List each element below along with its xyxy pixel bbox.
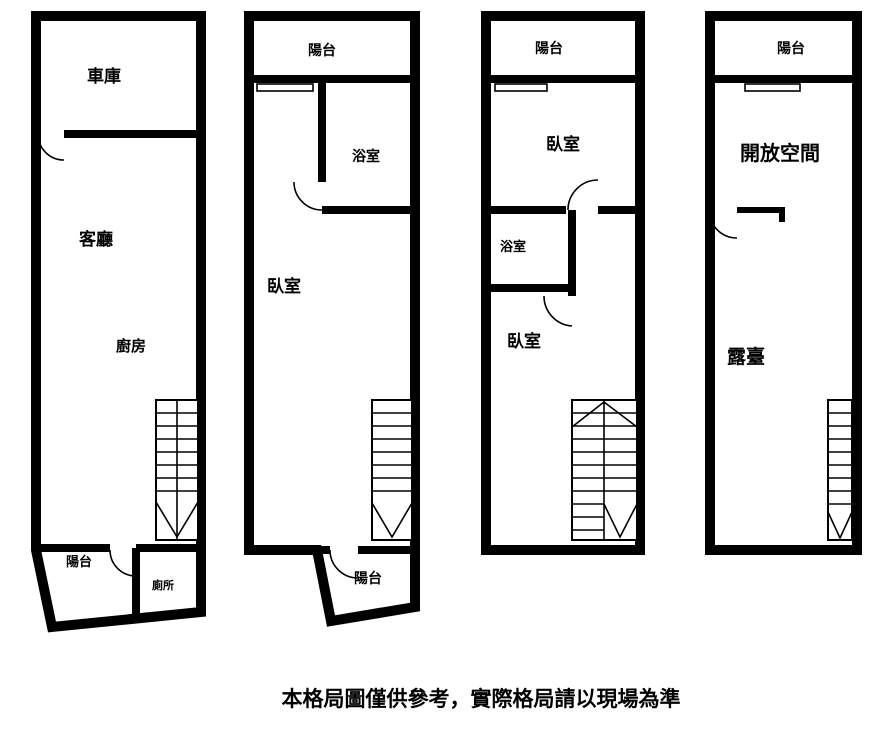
room-label-garage: 車庫	[87, 66, 121, 87]
room-label-balcony-bottom: 陽台	[354, 570, 382, 587]
bathroom-door-arc	[293, 181, 323, 211]
room-label-open-space: 開放空間	[740, 141, 820, 165]
floor-4-doors	[708, 209, 738, 239]
room-label-kitchen: 廚房	[116, 337, 146, 355]
floor-4-stairs	[827, 399, 853, 541]
terrace-door-arc	[708, 209, 738, 239]
stairs-outline	[827, 399, 853, 541]
stairs-direction-arrow	[371, 502, 413, 539]
floor-3-outer-wall	[481, 11, 645, 555]
room-label-bedroom-rear: 臥室	[507, 331, 541, 352]
room-label-bedroom: 臥室	[267, 276, 301, 297]
stairs-outline	[371, 399, 413, 541]
floor-4-interior-walls	[710, 75, 857, 222]
floor-4-plan: 陽台 開放空間 露臺	[705, 11, 862, 555]
garage-door-arc	[37, 133, 65, 161]
floor-3-stairs	[571, 399, 638, 541]
room-label-balcony-top: 陽台	[308, 42, 336, 59]
stairs-break-mark	[571, 400, 638, 428]
floor-3-plan: 陽台 臥室 浴室 臥室	[481, 11, 645, 555]
bedroom-front-door-arc	[567, 179, 599, 211]
floor-3-doors	[543, 179, 599, 327]
floor-1-plan: 車庫 客廳 廚房 陽台 廁所	[31, 11, 206, 633]
room-label-balcony-top: 陽台	[777, 40, 805, 57]
floor-3-labels: 陽台 臥室 浴室 臥室	[500, 40, 580, 352]
bedroom-rear-door-arc	[543, 295, 573, 327]
floor-2-labels: 陽台 浴室 臥室 陽台	[267, 42, 382, 587]
floor-2-stairs	[371, 399, 413, 541]
floor-2-outer-wall	[244, 11, 420, 627]
floor-3-interior-walls	[486, 75, 640, 296]
floor-1-doors	[37, 133, 137, 577]
room-label-balcony: 陽台	[66, 554, 92, 570]
floor-2-plan: 陽台 浴室 臥室 陽台	[244, 11, 420, 627]
balcony-door-arc	[329, 549, 359, 579]
floor-1-labels: 車庫 客廳 廚房 陽台 廁所	[66, 66, 174, 592]
floor-2-doors	[293, 181, 359, 579]
floor-4-outer-wall	[705, 11, 862, 555]
disclaimer-caption: 本格局圖僅供參考，實際格局請以現場為準	[282, 687, 681, 711]
terrace-partition	[737, 207, 785, 222]
room-label-bathroom: 浴室	[352, 148, 380, 165]
stairs-direction-arrow	[827, 511, 853, 540]
room-label-terrace: 露臺	[727, 345, 765, 368]
stairs-direction-arrow	[155, 501, 199, 539]
room-label-bedroom-front: 臥室	[546, 134, 580, 155]
room-label-toilet: 廁所	[152, 578, 174, 592]
room-label-living-room: 客廳	[78, 229, 113, 250]
floor-1-outer-wall	[31, 11, 206, 633]
balcony-door-arc	[109, 549, 137, 577]
floor-1-interior-walls	[36, 130, 201, 619]
stairs-direction-arrow	[603, 503, 638, 539]
floor-1-stairs	[155, 399, 199, 541]
floor-4-labels: 陽台 開放空間 露臺	[727, 40, 820, 368]
floor-2-interior-walls	[249, 75, 415, 554]
room-label-balcony-top: 陽台	[535, 40, 563, 57]
room-label-bathroom: 浴室	[500, 239, 526, 255]
window-symbol	[256, 83, 314, 92]
window-symbol	[494, 83, 548, 92]
window-symbol	[744, 83, 801, 92]
